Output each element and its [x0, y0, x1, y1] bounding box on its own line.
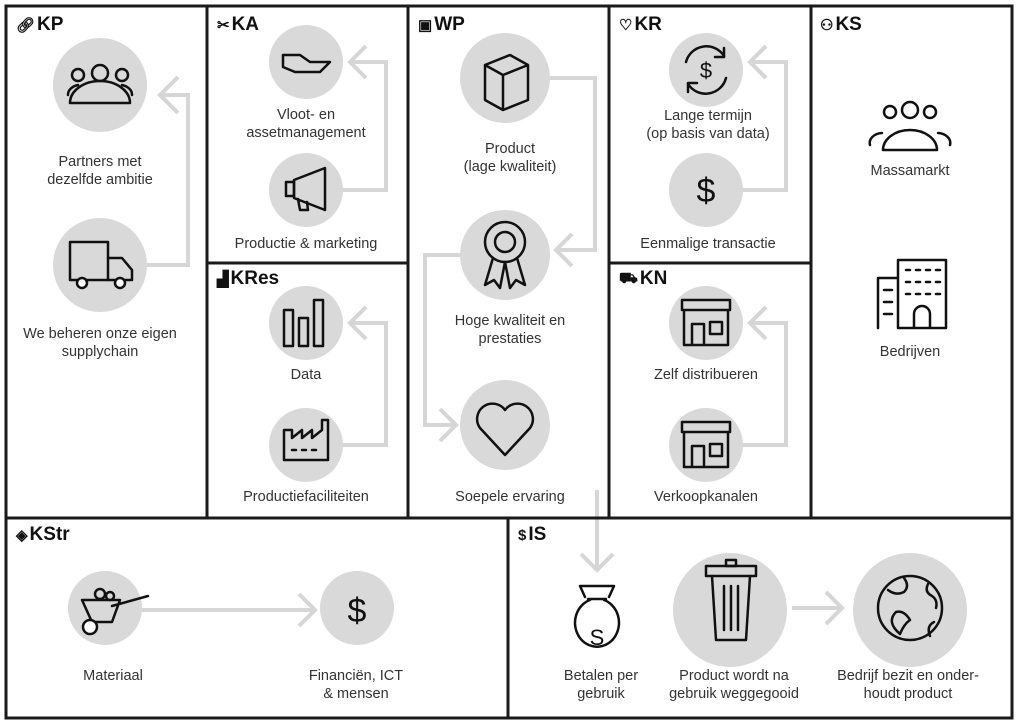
arrow-kres: [343, 305, 388, 447]
arrow-kn: [743, 305, 788, 447]
money-bag-icon: S: [573, 584, 621, 650]
factory-icon: [282, 418, 330, 462]
block-header-wp: ▣WP: [418, 14, 465, 35]
truck-icon: [68, 240, 134, 290]
box-icon: [483, 53, 530, 112]
arrow-is: [792, 590, 845, 626]
item-label: Partners met dezelfde ambitie: [47, 154, 153, 188]
item-label: Productie & marketing: [234, 236, 378, 252]
arrow-wp-2: [423, 253, 460, 443]
people-icon: [868, 100, 952, 152]
item-label: Financiën, ICT & mensen: [308, 668, 404, 702]
svg-text:S: S: [590, 625, 605, 650]
block-header-ka: ✂KA: [217, 14, 260, 35]
dollar-icon: $: [348, 592, 367, 630]
arrow-kr: [743, 44, 788, 192]
award-icon: [483, 220, 527, 290]
refresh-dollar-icon: $: [684, 45, 728, 95]
truck-icon: ⛟: [619, 269, 638, 287]
item-label: Vloot- en assetmanagement: [246, 107, 366, 141]
bar-chart-icon: [282, 298, 325, 348]
canvas-grid: [4, 4, 1014, 720]
megaphone-icon: [284, 166, 327, 212]
gift-icon: ▣: [418, 17, 433, 34]
heart-icon: ♡: [619, 17, 633, 34]
block-header-kn: ⛟KN: [619, 268, 668, 289]
building-icon: [876, 258, 948, 330]
item-label: Bedrijven: [879, 344, 941, 360]
item-label: Materiaal: [83, 668, 143, 684]
item-label: Lange termijn (op basis van data): [646, 108, 770, 142]
block-header-ks: ⚇KS: [820, 14, 862, 35]
item-label: Soepele ervaring: [455, 489, 565, 505]
money-bag-icon: $: [518, 526, 527, 544]
wheelbarrow-icon: [80, 587, 150, 636]
hand-icon: [281, 53, 332, 74]
tools-icon: ✂: [217, 17, 230, 34]
link-icon: 🔗︎: [16, 17, 36, 34]
tag-icon: ◈: [16, 527, 28, 544]
arrow-wp-1: [550, 76, 597, 268]
item-label: Betalen per gebruik: [563, 668, 639, 702]
heart-icon: [475, 402, 535, 457]
item-label: Verkoopkanalen: [654, 489, 758, 505]
block-header-kres: ▟KRes: [217, 268, 280, 289]
item-label: Product (lage kwaliteit): [463, 141, 557, 175]
trash-icon: [704, 558, 758, 642]
block-header-kp: 🔗︎KP: [16, 14, 64, 35]
item-label: Product wordt na gebruik weggegooid: [669, 668, 799, 702]
globe-icon: [876, 574, 944, 642]
arrow-wp-is: [579, 490, 615, 573]
item-label: Bedrijf bezit en onder- houdt product: [837, 668, 979, 702]
item-label: Massamarkt: [870, 163, 950, 179]
block-header-is: $IS: [518, 524, 547, 545]
svg-text:$: $: [700, 58, 712, 83]
dollar-icon: $: [697, 172, 716, 210]
flow-arrows: [142, 44, 845, 628]
store-icon: [680, 420, 732, 469]
icon-circles: [53, 25, 967, 667]
people-icon: ⚇: [820, 17, 834, 34]
item-label: Data: [290, 367, 322, 383]
partners-icon: [66, 63, 134, 105]
item-label: Hoge kwaliteit en prestaties: [454, 313, 566, 347]
item-label: We beheren onze eigen supplychain: [23, 326, 177, 360]
factory-icon: ▟: [217, 271, 229, 288]
item-label: Zelf distribueren: [654, 367, 758, 383]
arrow-ka: [343, 44, 388, 192]
item-label: Productiefaciliteiten: [243, 489, 369, 505]
block-header-kr: ♡KR: [619, 14, 662, 35]
arrow-kstr: [142, 592, 318, 628]
block-header-kstr: ◈KStr: [16, 524, 70, 545]
item-label: Eenmalige transactie: [640, 236, 776, 252]
store-icon: [680, 298, 732, 347]
arrow-kp: [147, 75, 190, 267]
